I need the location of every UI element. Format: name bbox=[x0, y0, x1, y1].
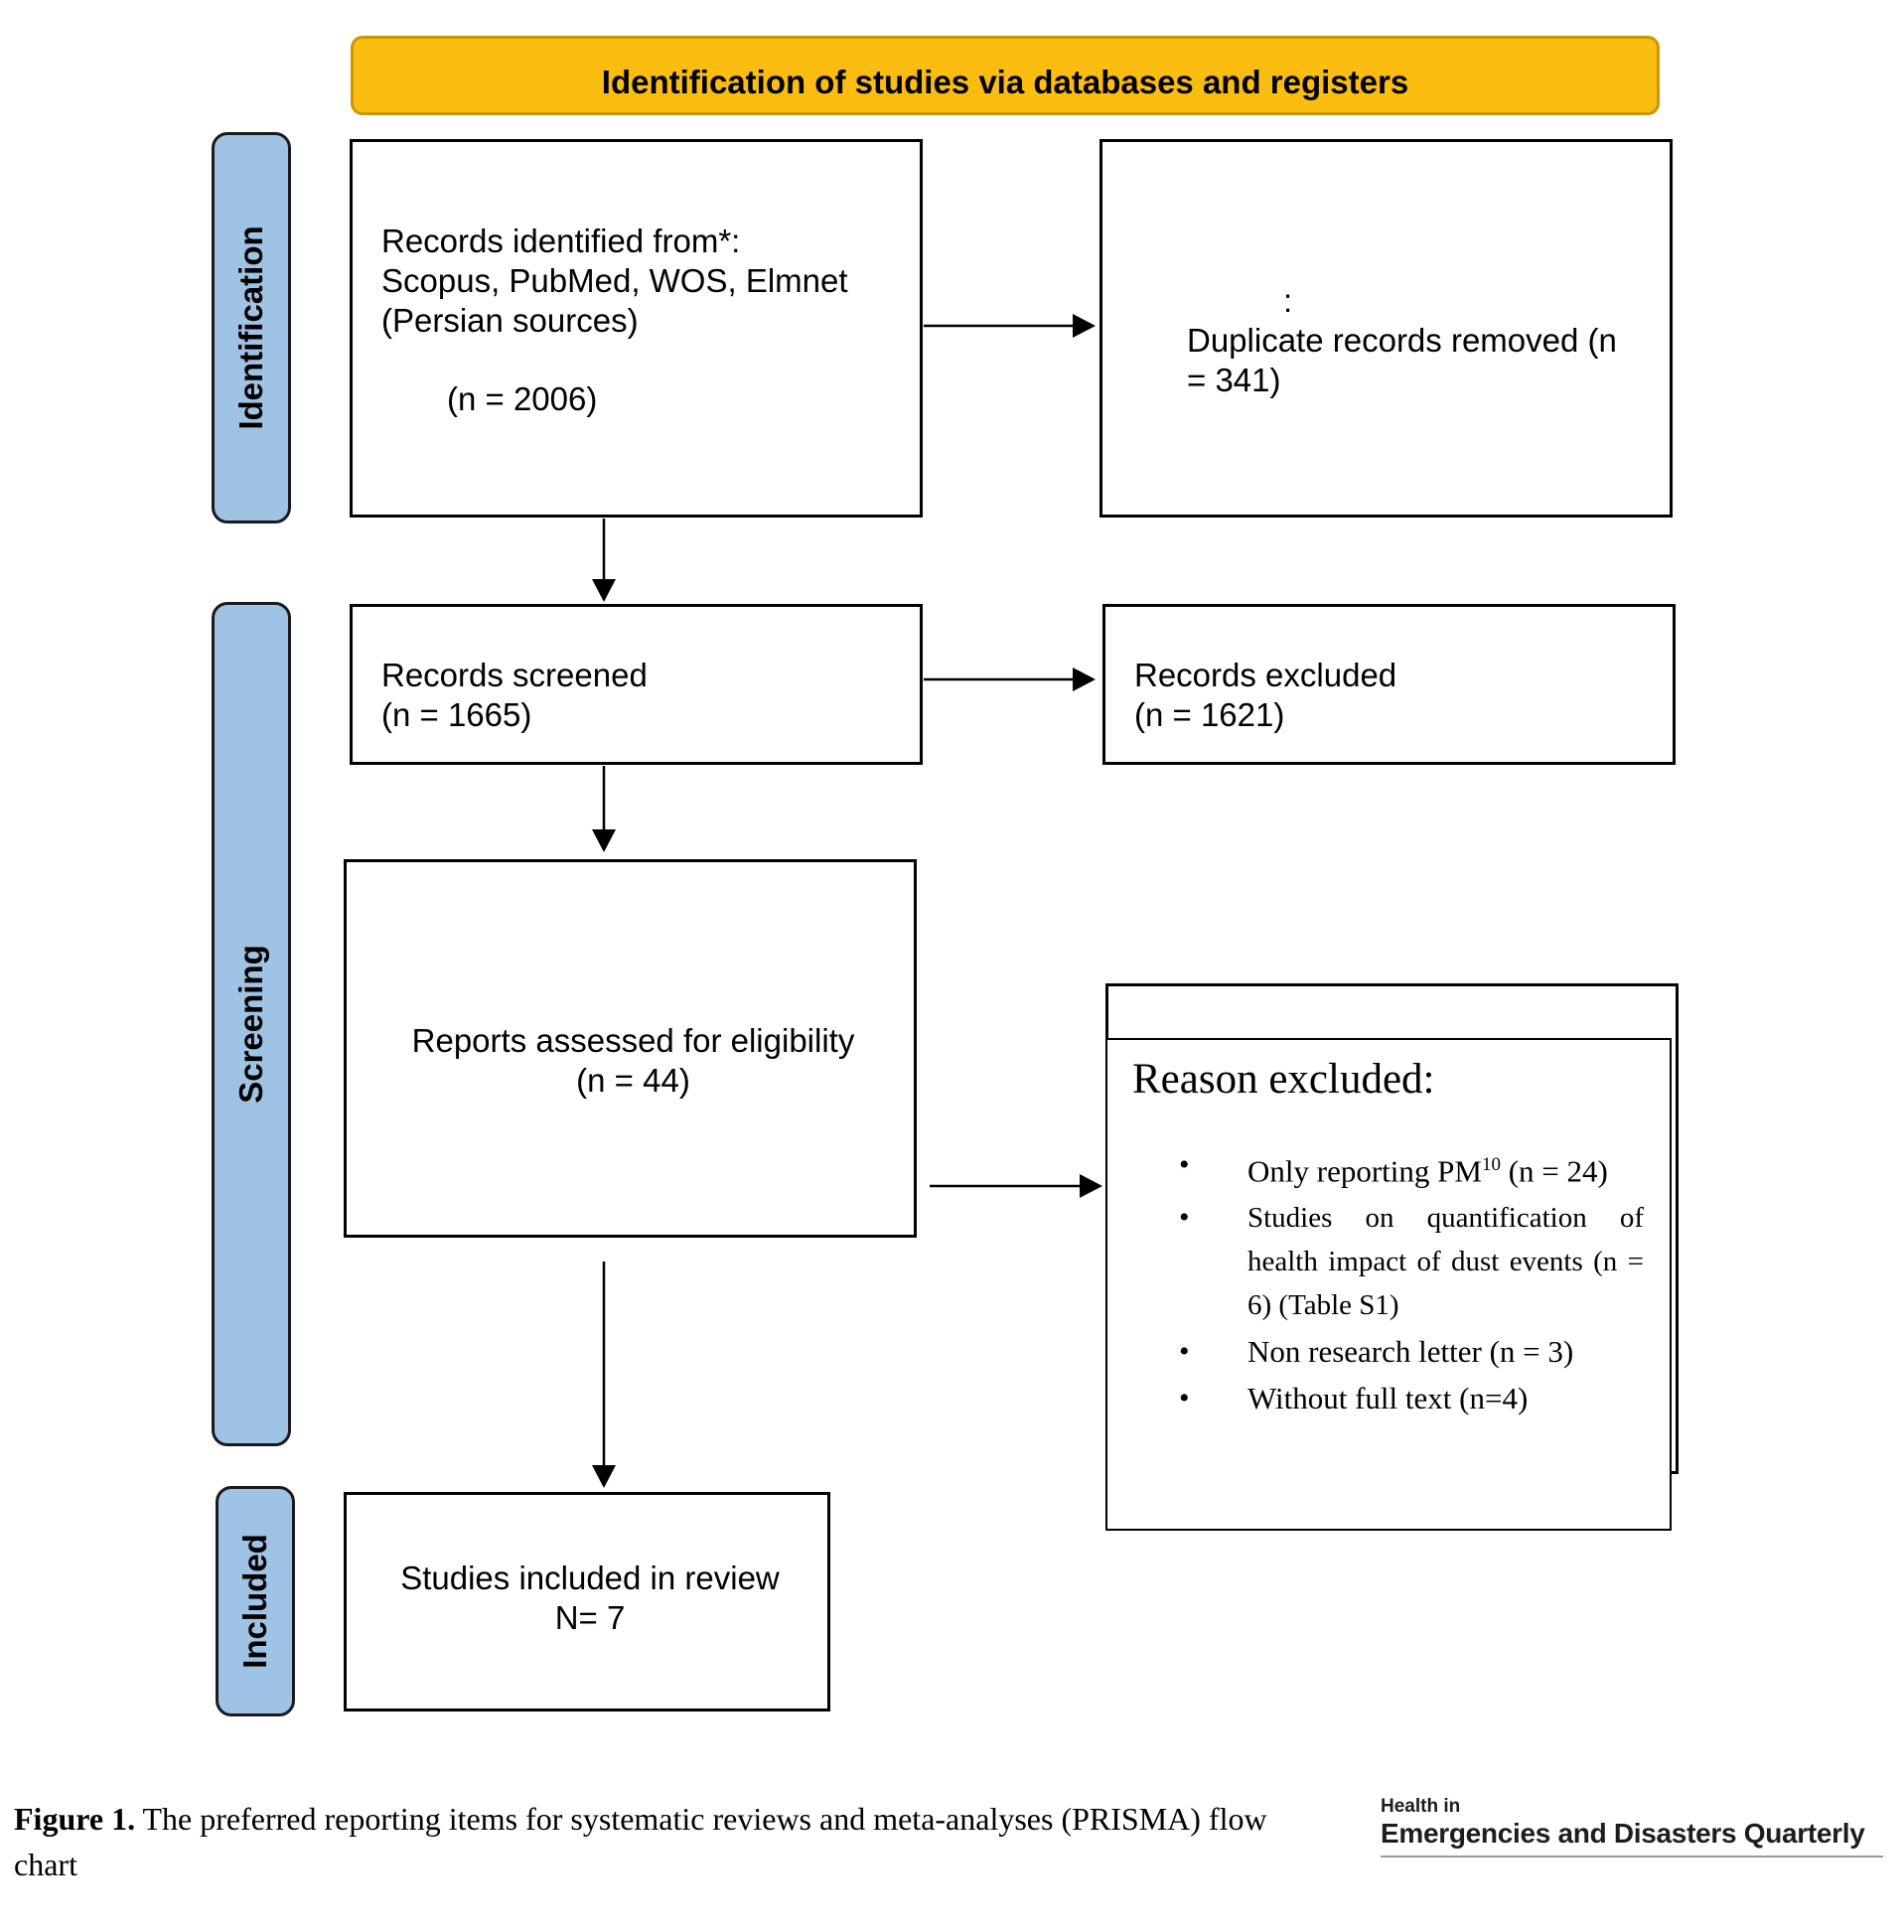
bullet-icon: • bbox=[1179, 1201, 1190, 1235]
records-screened-box: Records screened (n = 1665) bbox=[350, 604, 923, 765]
stage-identification: Identification bbox=[212, 132, 291, 523]
bullet-icon: • bbox=[1179, 1335, 1190, 1369]
studies-included-text: Studies included in review N= 7 bbox=[400, 1560, 780, 1636]
arrowhead-icon bbox=[592, 829, 616, 852]
reason-text: Only reporting PM bbox=[1247, 1153, 1482, 1189]
records-identified-box: Records identified from*: Scopus, PubMed… bbox=[350, 139, 923, 518]
header-banner: Identification of studies via databases … bbox=[351, 36, 1660, 115]
reason-item: • Non research letter (n = 3) bbox=[1107, 1330, 1644, 1374]
reason-text-tail: (n = 24) bbox=[1500, 1153, 1608, 1189]
reason-excluded-box: Reason excluded: • Only reporting PM10 (n… bbox=[1105, 1038, 1672, 1531]
journal-logo: Health in Emergencies and Disasters Quar… bbox=[1381, 1796, 1883, 1858]
arrowhead-icon bbox=[592, 1465, 616, 1488]
stage-screening: Screening bbox=[212, 602, 291, 1446]
figure-caption-text: The preferred reporting items for system… bbox=[14, 1801, 1267, 1882]
arrowhead-icon bbox=[1073, 314, 1096, 338]
stage-included: Included bbox=[216, 1486, 295, 1716]
logo-top-text: Health in bbox=[1381, 1796, 1461, 1817]
reason-item: • Only reporting PM10 (n = 24) bbox=[1107, 1143, 1644, 1193]
reason-text: Without full text (n=4) bbox=[1247, 1381, 1529, 1416]
arrowhead-icon bbox=[592, 579, 616, 602]
records-screened-text: Records screened (n = 1665) bbox=[381, 657, 648, 733]
studies-included-box: Studies included in review N= 7 bbox=[344, 1492, 830, 1711]
bullet-icon: • bbox=[1179, 1148, 1190, 1181]
records-excluded-text: Records excluded (n = 1621) bbox=[1134, 657, 1397, 733]
logo-underline bbox=[1381, 1856, 1883, 1858]
arrowhead-icon bbox=[1080, 1174, 1102, 1198]
logo-main-text: Emergencies and Disasters Quarterly bbox=[1381, 1818, 1865, 1849]
duplicates-removed-colon: : bbox=[1283, 282, 1293, 319]
duplicates-removed-box: : Duplicate records removed (n = 341) bbox=[1099, 139, 1673, 518]
figure-label: Figure 1. bbox=[14, 1801, 136, 1837]
header-title: Identification of studies via databases … bbox=[601, 64, 1409, 100]
reason-item: • Studies on quantification of health imp… bbox=[1107, 1196, 1644, 1327]
records-identified-text: Records identified from*: Scopus, PubMed… bbox=[381, 223, 848, 339]
reason-list: • Only reporting PM10 (n = 24) • Studies o… bbox=[1107, 1143, 1644, 1423]
duplicates-removed-text: Duplicate records removed (n = 341) bbox=[1187, 322, 1617, 398]
records-identified-count: (n = 2006) bbox=[447, 380, 598, 417]
reason-text: Non research letter (n = 3) bbox=[1247, 1334, 1574, 1370]
reason-superscript: 10 bbox=[1481, 1154, 1501, 1175]
reports-assessed-text: Reports assessed for eligibility (n = 44… bbox=[411, 1022, 855, 1099]
figure-caption: Figure 1. The preferred reporting items … bbox=[14, 1796, 1275, 1887]
bullet-icon: • bbox=[1179, 1382, 1190, 1415]
reason-item: • Without full text (n=4) bbox=[1107, 1377, 1644, 1420]
arrowhead-icon bbox=[1073, 668, 1096, 691]
records-excluded-box: Records excluded (n = 1621) bbox=[1102, 604, 1676, 765]
reason-excluded-title: Reason excluded: bbox=[1132, 1056, 1435, 1103]
reason-text: Studies on quantification of health impa… bbox=[1247, 1202, 1644, 1322]
reports-assessed-box: Reports assessed for eligibility (n = 44… bbox=[344, 859, 917, 1238]
